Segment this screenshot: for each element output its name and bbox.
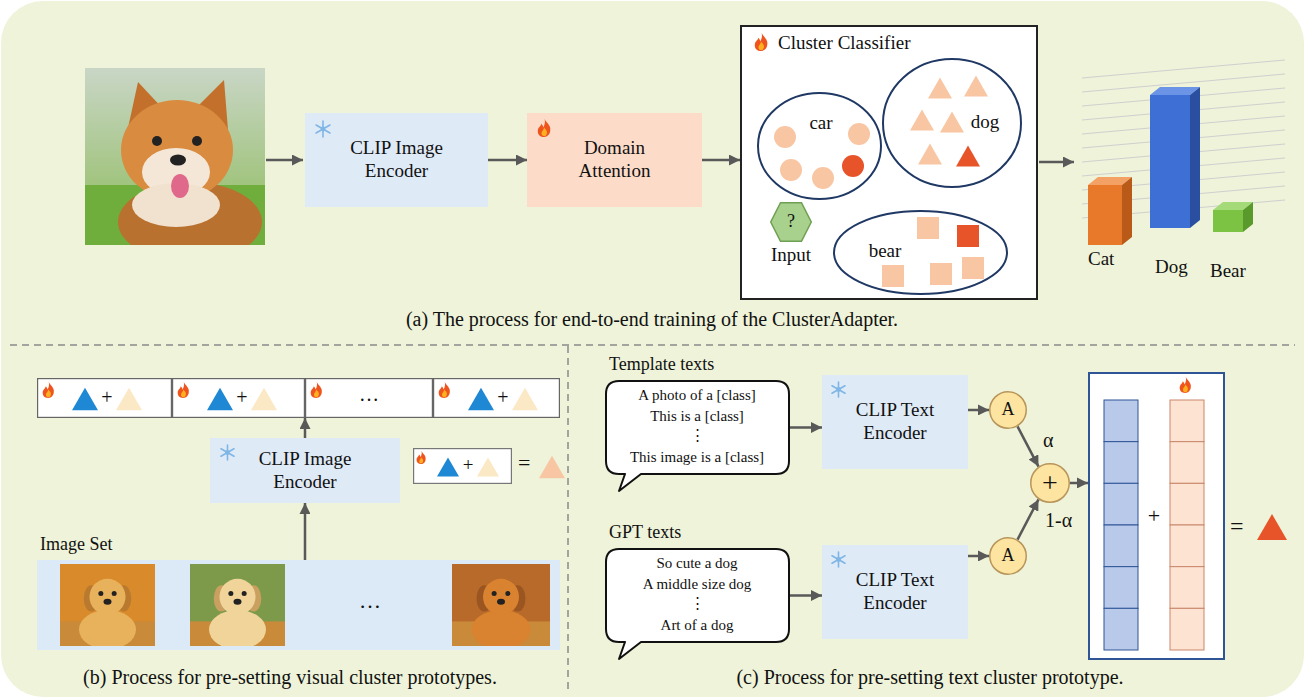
flow-arrow (266, 159, 303, 162)
encoder-box: CLIP Text Encoder (822, 545, 968, 639)
node-text: + (497, 385, 508, 409)
node-shape (433, 378, 560, 418)
node-text: CLIP Text Encoder (835, 569, 955, 615)
node-shape (882, 58, 1022, 188)
node-text: … (359, 382, 379, 406)
node-text: CLIP Image Encoder (334, 137, 459, 183)
node-text: CLIP Image Encoder (243, 448, 368, 494)
node-shape (833, 210, 1008, 295)
speech-bubble: Template textsA photo of a [class]This i… (605, 380, 790, 475)
equation-box: + (413, 448, 512, 484)
flow-arrow (304, 503, 307, 560)
prototype-triangle (539, 456, 565, 479)
input-hexagon: ?Input (770, 202, 812, 242)
classifier-box: Cluster Classifiercardog?Inputbear (740, 25, 1038, 300)
sum-circle: + (1030, 463, 1070, 503)
prototype-cell: + (172, 378, 305, 418)
node-text: bear (869, 240, 902, 263)
divider-line (10, 344, 1295, 346)
node-text: Template texts (609, 354, 714, 376)
node-shape (37, 560, 560, 650)
prototype-cell: + (37, 378, 172, 418)
flow-arrow (702, 159, 740, 162)
encoder-box: CLIP Text Encoder (822, 375, 968, 469)
cluster-ellipse: car (757, 92, 882, 200)
node-shape (413, 448, 512, 484)
flow-arrow (1070, 482, 1088, 485)
node-text: A (1002, 399, 1015, 421)
cluster-ellipse: dog (882, 58, 1022, 188)
node-text: A (1002, 545, 1015, 567)
flow-arrow (790, 594, 822, 597)
node-text: … (359, 588, 381, 614)
divider-line (567, 346, 569, 692)
prototype-triangle (1257, 514, 1287, 540)
node-text: + (101, 385, 112, 409)
node-text: A middle size dog (643, 575, 752, 593)
flow-arrow (968, 555, 989, 558)
node-text: + (236, 385, 247, 409)
node-text: Cluster Classifier (778, 32, 910, 55)
average-circle: A (989, 537, 1027, 575)
image-set-band: Image Set… (37, 560, 560, 650)
equals-sign: = (518, 450, 530, 476)
flow-arrow (1039, 161, 1074, 164)
bar-chart (1082, 60, 1285, 245)
cluster-ellipse: bear (833, 210, 1008, 295)
flow-arrow (790, 426, 822, 429)
node-text: car (809, 112, 832, 135)
edge-label: α (1041, 428, 1055, 452)
prototype-cell: + (433, 378, 560, 418)
speech-bubble: GPT textsSo cute a dogA middle size dog⋮… (605, 548, 790, 643)
node-text: ⋮ (690, 594, 705, 612)
node-text: + (1042, 469, 1058, 497)
node-text: ? (787, 211, 795, 233)
dog-photo (85, 68, 265, 245)
node-text: So cute a dog (656, 554, 737, 572)
encoder-box: CLIP Image Encoder (210, 438, 400, 503)
flow-arrow (488, 159, 527, 162)
caption: (b) Process for pre-setting visual clust… (83, 665, 497, 689)
node-text: Input (771, 244, 811, 267)
node-text: ⋮ (690, 426, 705, 444)
node-text: Image Set (40, 534, 112, 556)
flow-arrow (1018, 426, 1039, 466)
node-text: dog (971, 111, 1000, 134)
flow-arrow (968, 409, 989, 412)
axis-label: Dog (1155, 256, 1188, 279)
caption: (c) Process for pre-setting text cluster… (736, 665, 1123, 689)
node-text: GPT texts (609, 522, 681, 544)
node-shape (757, 92, 882, 200)
attention-box: Domain Attention (527, 113, 702, 207)
average-circle: A (989, 391, 1027, 429)
axis-label: Bear (1210, 260, 1246, 283)
flow-arrow (1018, 499, 1039, 539)
equals-sign: = (1230, 512, 1244, 541)
node-text: This image is a [class] (630, 448, 764, 466)
edge-label: 1-α (1043, 508, 1074, 532)
axis-label: Cat (1088, 248, 1114, 271)
flow-arrow (304, 418, 307, 438)
prototype-cell: … (305, 378, 433, 418)
node-text: + (463, 454, 474, 477)
node-text: A photo of a [class] (638, 386, 755, 404)
node-text: + (1148, 503, 1160, 529)
node-text: Art of a dog (661, 616, 734, 634)
prototype-vector-box: + (1088, 372, 1225, 660)
node-text: Domain Attention (565, 137, 665, 183)
encoder-box: CLIP Image Encoder (305, 113, 488, 207)
node-text: This is a [class] (650, 407, 744, 425)
caption: (a) The process for end-to-end training … (406, 307, 898, 331)
node-text: CLIP Text Encoder (835, 399, 955, 445)
